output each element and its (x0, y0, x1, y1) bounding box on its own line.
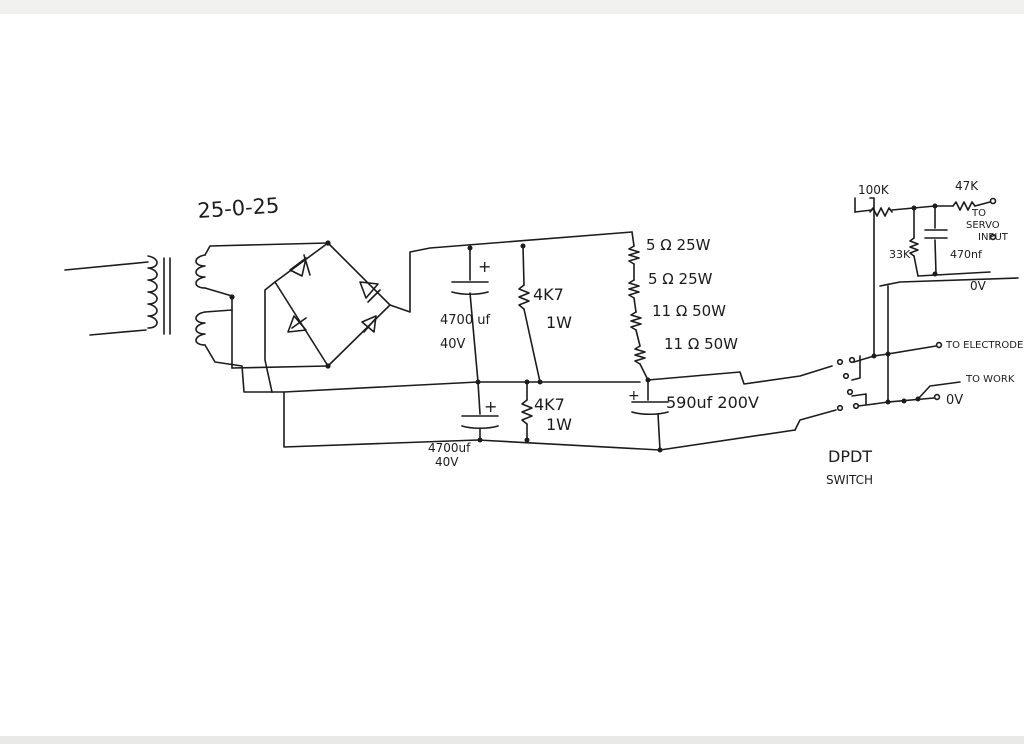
c470-label: 470nf (950, 248, 983, 261)
cap2-voltage: 40V (435, 455, 459, 469)
switch-label-2: SWITCH (826, 473, 873, 487)
cap2-value: 4700uf (428, 441, 471, 455)
primary-winding (147, 255, 158, 329)
scan-edge (0, 0, 1024, 14)
secondary-winding-lower (195, 311, 206, 346)
middle-rail (271, 381, 641, 393)
secondary-winding-upper (195, 254, 206, 289)
resistor-1 (518, 243, 543, 385)
transformer (64, 242, 329, 393)
res2-value: 4K7 (534, 395, 565, 414)
switch-label-1: DPDT (828, 447, 872, 466)
diode (361, 315, 377, 333)
power-resistor-string (628, 231, 651, 383)
ov-top-label: 0V (970, 279, 987, 293)
dpdt-switch (794, 355, 875, 431)
power-res-3: 11 Ω 50W (652, 302, 726, 320)
cap1-value: 4700 uf (440, 313, 490, 328)
to-servo-label-1: TO (971, 208, 986, 219)
plus-sign: + (484, 397, 497, 416)
r47k-label: 47K (955, 179, 979, 193)
power-res-4: 11 Ω 50W (664, 335, 738, 353)
plus-sign: + (478, 257, 491, 276)
ov-bottom-label: 0V (946, 393, 963, 408)
servo-network (854, 197, 1019, 405)
cap1-voltage: 40V (440, 337, 466, 352)
diode (359, 281, 381, 303)
to-servo-label-2: SERVO (966, 220, 1000, 231)
capacitor-1 (451, 245, 489, 385)
to-electrode-label: TO ELECTRODE (945, 340, 1023, 351)
cap3-value: 590uf 200V (666, 393, 759, 412)
power-res-1: 5 Ω 25W (646, 236, 711, 254)
to-servo-label-3: INPUT (978, 232, 1009, 243)
power-res-2: 5 Ω 25W (648, 270, 713, 288)
r100k-label: 100K (858, 183, 890, 197)
resistor-2 (521, 379, 533, 443)
wire-to-switch (647, 365, 833, 385)
labels: 25-0-25 + 4700 uf 40V 4K7 1W + 4700uf 40… (197, 179, 1024, 487)
res2-power: 1W (546, 415, 572, 434)
res1-value: 4K7 (533, 285, 564, 304)
scan-edge (0, 736, 1024, 744)
capacitor-3 (631, 379, 669, 453)
transformer-label: 25-0-25 (197, 193, 280, 223)
bridge-rectifier (264, 231, 633, 393)
diode (287, 315, 307, 333)
plus-sign: + (628, 388, 640, 404)
r33k-label: 33K (889, 248, 911, 261)
res1-power: 1W (546, 313, 572, 332)
to-work-label: TO WORK (965, 374, 1015, 385)
diode (289, 254, 311, 277)
capacitor-2 (461, 381, 499, 443)
